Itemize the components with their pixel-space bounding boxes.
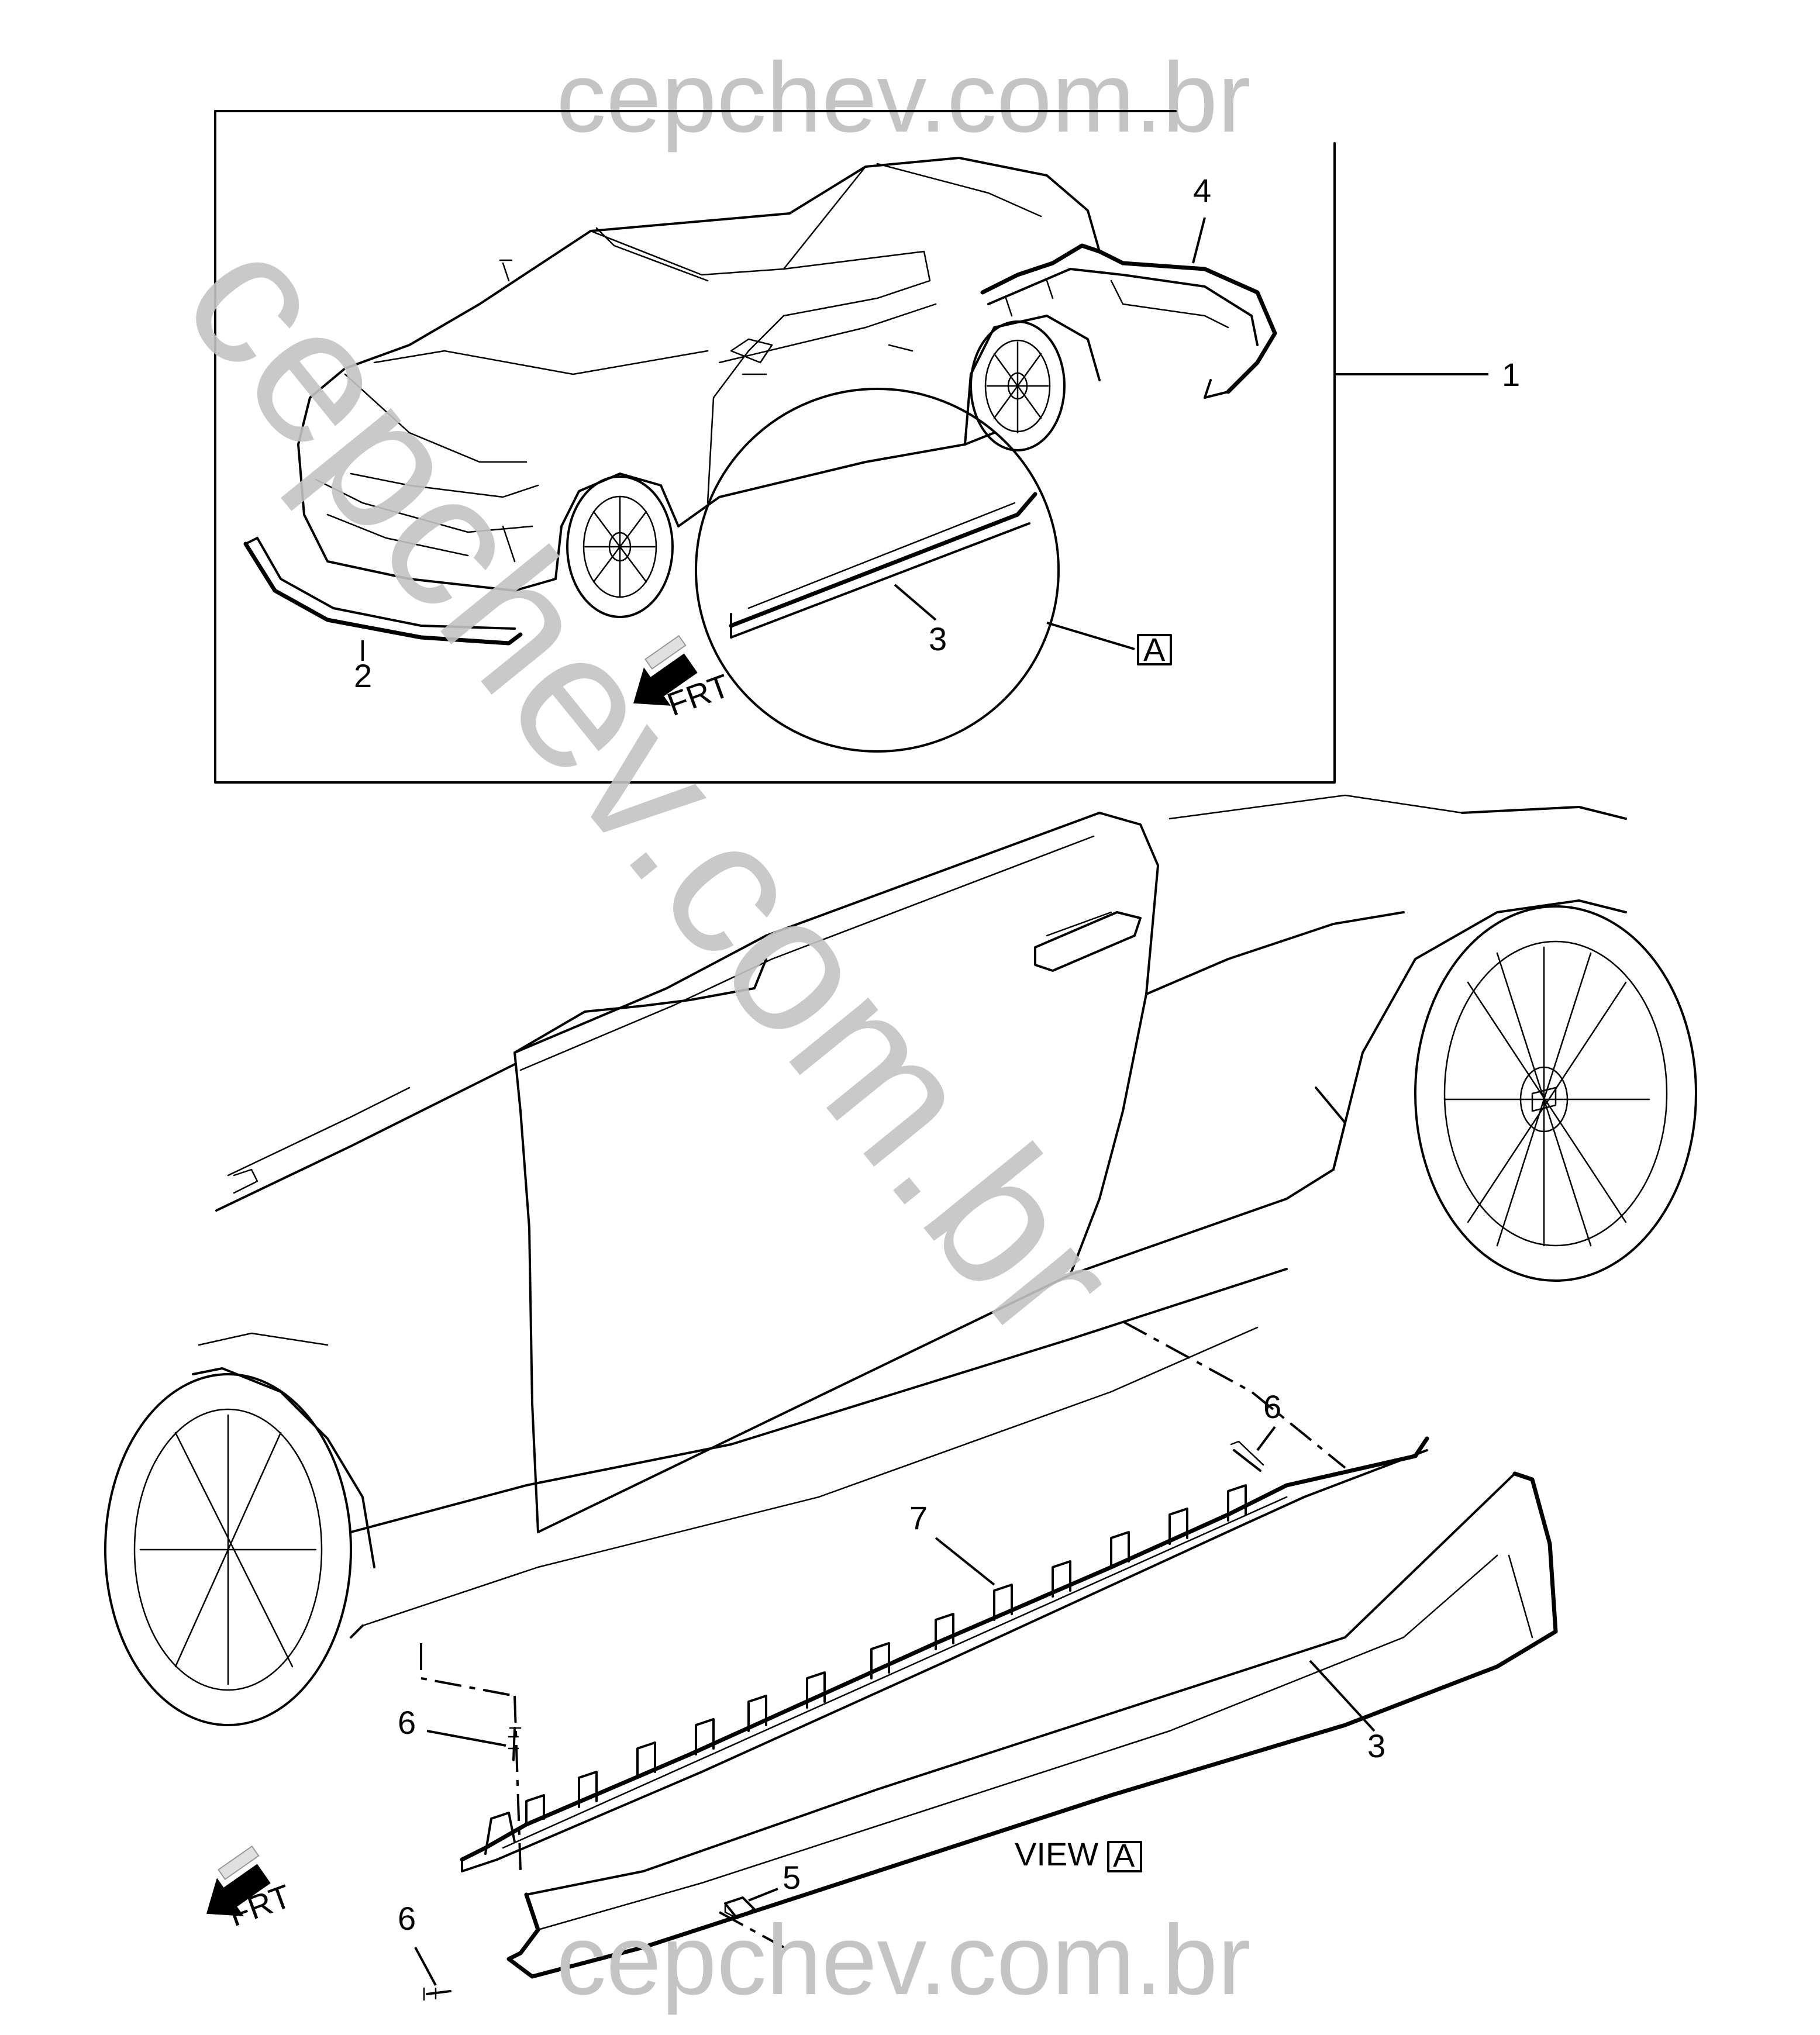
- part-2-front-lower-air-deflector: [243, 537, 523, 646]
- view-a-box: [1137, 634, 1172, 665]
- callout-3-detail: 3: [929, 620, 947, 657]
- view-a-letter-main: A: [1113, 1837, 1135, 1874]
- part-3-rocker-molding-detail: [729, 492, 1037, 639]
- leader-5: [748, 1888, 778, 1902]
- leader-6-top: [1256, 1426, 1276, 1451]
- view-a-box-main: [1107, 1841, 1142, 1872]
- callout-6-top: 6: [1263, 1388, 1281, 1425]
- watermark-top: cepchev.com.br: [556, 42, 1250, 153]
- front-direction-arrow-icon: [633, 634, 698, 706]
- view-a-label: VIEW: [1015, 1836, 1098, 1872]
- dash-leader-bottom: [513, 1695, 522, 1872]
- leader-6-mid: [426, 1730, 506, 1747]
- part-6-screw-top: [1230, 1440, 1264, 1472]
- overview-frame: [214, 110, 1336, 784]
- callout-4: 4: [1193, 172, 1211, 209]
- callout-6-mid: 6: [398, 1704, 416, 1741]
- part-5-clip: [724, 1896, 756, 1919]
- leader-6-bottom: [414, 1947, 437, 1986]
- dash-leader-rear: [1122, 1320, 1346, 1469]
- leader-3-main: [1309, 1660, 1376, 1732]
- callout-5: 5: [783, 1859, 801, 1896]
- part-3-rocker-molding: [506, 1471, 1558, 1979]
- dash-leader-front: [420, 1643, 515, 1697]
- view-a-letter: A: [1143, 631, 1166, 668]
- callout-2: 2: [354, 657, 372, 694]
- leader-4: [1192, 217, 1206, 264]
- leader-7: [935, 1537, 995, 1586]
- watermark-bottom: cepchev.com.br: [556, 1905, 1250, 2016]
- callout-3-main: 3: [1367, 1727, 1385, 1764]
- leader-3-detail: [894, 584, 937, 621]
- part-4-rear-lower-air-deflector: [980, 243, 1277, 399]
- callout-7: 7: [909, 1499, 928, 1536]
- part-6-screw-bottom: [423, 1987, 451, 2001]
- part-7-rocker-molding-retainer: [460, 1436, 1429, 1872]
- callout-1: 1: [1502, 356, 1520, 393]
- overview-vehicle: [297, 157, 1101, 618]
- leader-view-a: [1046, 622, 1135, 650]
- front-direction-arrow-icon: [206, 1845, 271, 1916]
- part-6-screw-mid: [508, 1727, 522, 1761]
- main-vehicle-side: [104, 794, 1697, 1726]
- detail-circle-a: [695, 388, 1060, 753]
- callout-6-bottom: 6: [398, 1900, 416, 1937]
